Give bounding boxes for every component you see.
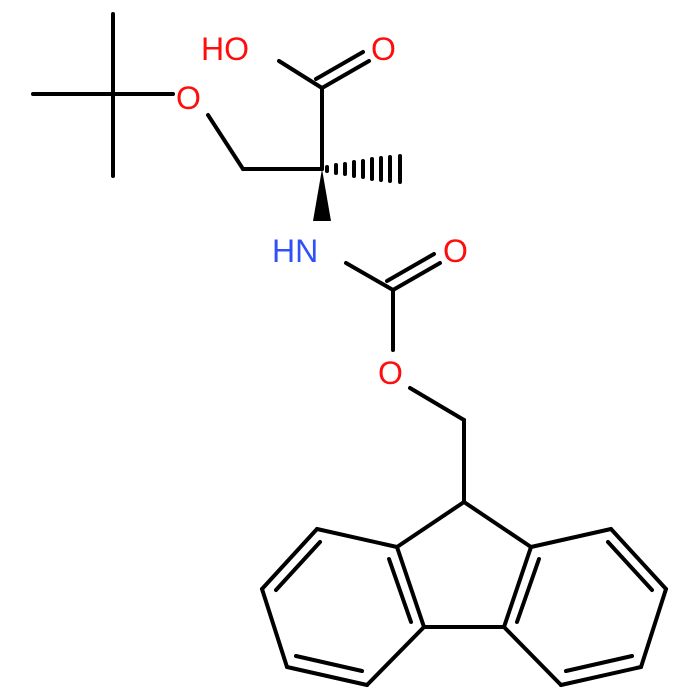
ester-oxygen-label: O xyxy=(378,355,403,391)
carbonyl-oxygen-acid-label: O xyxy=(371,31,396,67)
ether-oxygen-label: O xyxy=(176,80,201,116)
bond-c-o-double-4 xyxy=(385,252,436,283)
ring-bond xyxy=(502,545,533,629)
ring-bond-inner xyxy=(294,654,364,673)
tert-butyl-group xyxy=(31,12,175,178)
fluorene-five-ring xyxy=(395,500,533,629)
ring-bond xyxy=(502,625,563,687)
bond-c-o-double-3 xyxy=(391,261,442,292)
hashed-wedge-methyl xyxy=(325,154,402,184)
ring-bond xyxy=(559,665,643,687)
ring-bond xyxy=(285,665,369,687)
amine-label: HN xyxy=(272,233,318,269)
bond-nh-ccarbonyl xyxy=(344,261,395,292)
bond-o-ch2 xyxy=(206,113,245,171)
bond-ccarboxyl-oh xyxy=(277,59,324,90)
ring-bond-inner xyxy=(274,540,322,592)
ring-bond-inner xyxy=(606,540,654,592)
ring-bond xyxy=(639,587,668,669)
ring-bond xyxy=(529,527,613,549)
bond-c-o-double-2 xyxy=(314,50,365,81)
carbonyl-oxygen-carbamate-label: O xyxy=(443,233,468,269)
ring-bond-inner xyxy=(387,557,413,624)
ring-bond xyxy=(609,527,668,591)
ring-bond-inner xyxy=(564,654,634,673)
left-benzene-ring xyxy=(260,527,426,687)
bond-oester-ch2 xyxy=(408,386,466,422)
solid-wedge-nh xyxy=(313,169,331,221)
ring-bond xyxy=(365,625,426,687)
bond-c-o-double-1 xyxy=(320,59,371,90)
hydroxyl-label: HO xyxy=(201,31,249,67)
ring-bond xyxy=(395,500,466,549)
ring-bond xyxy=(315,527,399,549)
ring-bond xyxy=(260,587,289,669)
right-benzene-ring xyxy=(502,527,668,687)
ring-bond xyxy=(260,527,319,591)
ring-bond xyxy=(462,500,533,549)
ring-bond-inner xyxy=(515,557,541,624)
ring-bond xyxy=(395,545,426,629)
